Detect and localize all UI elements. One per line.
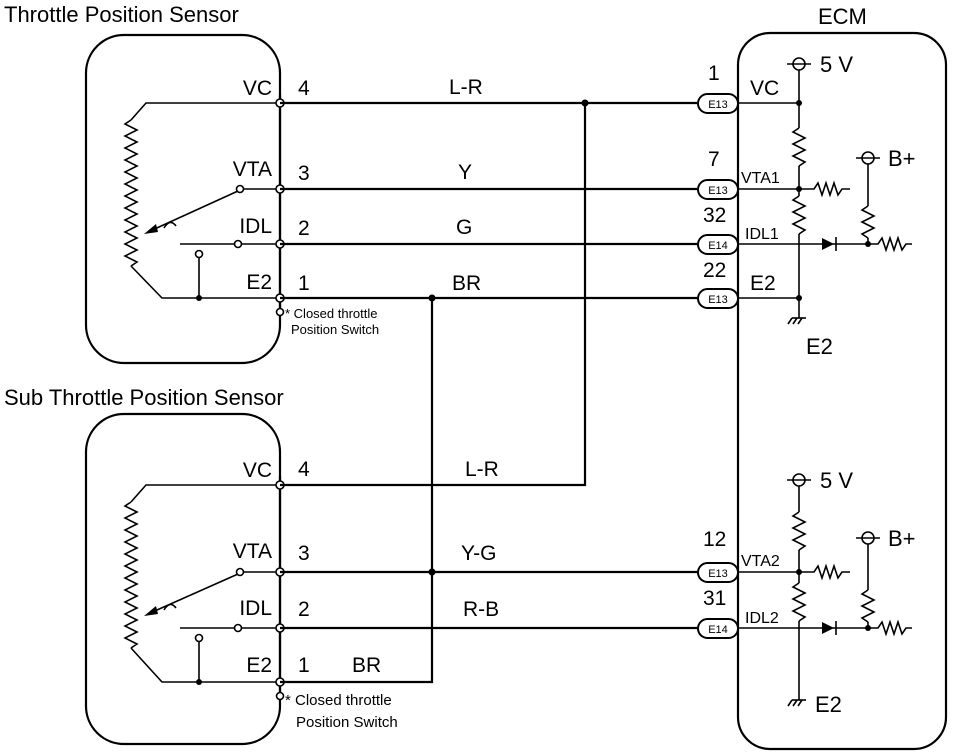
ecm-bplus-bottom-label: B+ [888, 526, 916, 551]
sensor2-vc-label: VC [243, 459, 272, 482]
ecm-term-idl1: IDL1 [745, 226, 779, 243]
sensor1-pin-1: 1 [298, 272, 310, 295]
sensor2-pin-3: 3 [298, 542, 310, 565]
wire-label-vta1: Y [458, 161, 472, 184]
wire-label-idl1: G [456, 216, 472, 239]
supply-bplus-bottom-icon [856, 531, 880, 545]
sensor2-pin-2: 2 [298, 598, 310, 621]
ecm-ground-top-label: E2 [806, 334, 833, 359]
ecm-top-circuit [738, 64, 912, 325]
sensor1-e2-label: E2 [246, 271, 272, 294]
ecm-bplus-top-label: B+ [888, 146, 916, 171]
wire-e2-bottom [280, 298, 434, 684]
ecm-5v-bottom-label: 5 V [820, 468, 853, 493]
connector-e2: E13 [697, 288, 739, 309]
sensor2-pin-4: 4 [298, 458, 310, 481]
wire-vc-bottom [280, 103, 587, 487]
connector-vta2: E13 [697, 562, 739, 583]
sensor1-note-line1: * Closed throttle [285, 306, 378, 321]
wire-label-e2-top: BR [452, 272, 481, 295]
sensor1-vc-label: VC [243, 77, 272, 100]
sensor1-resistor [123, 102, 280, 299]
sensor2-title: Sub Throttle Position Sensor [4, 385, 284, 410]
connector-idl1: E14 [697, 234, 739, 255]
supply-5v-top-icon [787, 57, 811, 71]
svg-text:E13: E13 [708, 294, 728, 306]
ecm-pin-vta2: 12 [703, 528, 726, 551]
ecm-pin-idl2: 31 [703, 587, 726, 610]
ecm-pin-idl1: 32 [703, 204, 726, 227]
sensor1-idl-label: IDL [239, 215, 272, 238]
sensor2-note-line2: Position Switch [296, 714, 398, 731]
connector-vc: E13 [697, 93, 739, 114]
supply-5v-bottom-icon [787, 473, 811, 487]
ecm-ground-bottom-label: E2 [815, 692, 842, 717]
ecm-term-e2: E2 [750, 272, 776, 295]
sensor2-idl-switch [180, 627, 280, 682]
sensor1-pin-2: 2 [298, 217, 310, 240]
sensor1-wiper [144, 188, 280, 234]
sensor1-vta-label: VTA [233, 158, 272, 181]
sensor2-idl-label: IDL [239, 597, 272, 620]
svg-text:E13: E13 [708, 185, 728, 197]
svg-text:E13: E13 [708, 568, 728, 580]
wire-label-vc-bottom: L-R [465, 458, 499, 481]
connector-vta1: E13 [697, 179, 739, 200]
ecm-title: ECM [818, 4, 867, 29]
wire-label-vta2: Y-G [461, 542, 496, 565]
ecm-box [736, 31, 948, 751]
sensor2-note-line1: * Closed throttle [285, 692, 392, 709]
sensor1-idl-switch [180, 243, 280, 298]
svg-text:E13: E13 [708, 99, 728, 111]
svg-text:E14: E14 [708, 624, 728, 636]
sensor2-pin-1: 1 [298, 654, 310, 677]
sensor1-pin-4: 4 [298, 77, 310, 100]
ecm-pin-vta1: 7 [708, 148, 720, 171]
connector-idl2: E14 [697, 618, 739, 639]
wire-label-vc-top: L-R [449, 76, 483, 99]
wire-label-idl2: R-B [463, 598, 499, 621]
ecm-pin-vc: 1 [708, 62, 720, 85]
sensor2-vta-label: VTA [233, 540, 272, 563]
sensor1-pin-3: 3 [298, 162, 310, 185]
ecm-term-vc: VC [750, 77, 779, 100]
ecm-term-vta1: VTA1 [741, 170, 780, 187]
ecm-pin-e2: 22 [703, 259, 726, 282]
ecm-5v-top-label: 5 V [820, 52, 853, 77]
supply-bplus-top-icon [856, 151, 880, 165]
svg-text:E14: E14 [708, 240, 728, 252]
sensor2-e2-label: E2 [246, 654, 272, 677]
ecm-term-vta2: VTA2 [741, 553, 780, 570]
ecm-bottom-circuit [738, 480, 912, 707]
sensor1-title: Throttle Position Sensor [4, 2, 239, 27]
sensor1-note-line2: Position Switch [291, 322, 379, 337]
sensor2-resistor [123, 484, 280, 683]
ecm-term-idl2: IDL2 [745, 610, 779, 627]
wire-label-e2-bottom: BR [352, 654, 381, 677]
sensor2-wiper [144, 571, 280, 616]
